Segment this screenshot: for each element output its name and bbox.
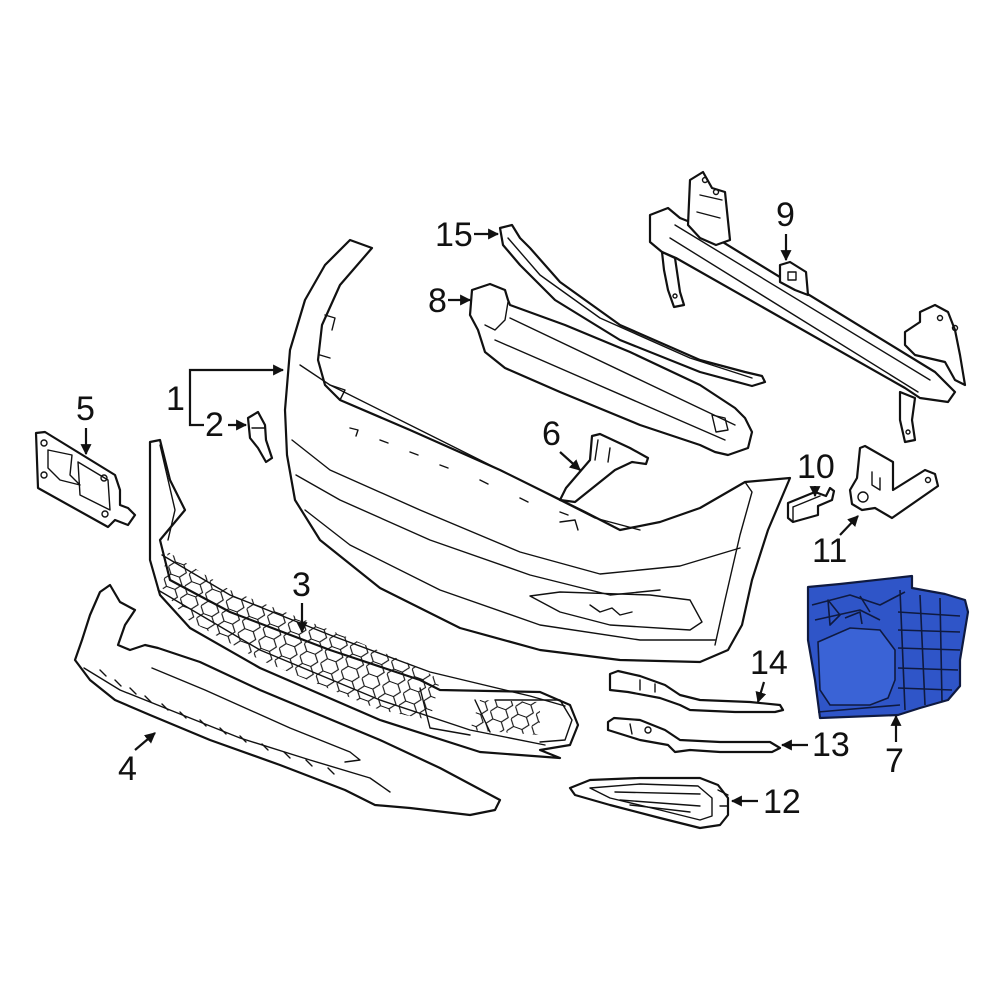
callout-13: 13	[780, 726, 850, 764]
callout-label-14: 14	[750, 644, 788, 682]
callout-14: 14	[750, 644, 788, 704]
callout-label-4: 4	[118, 750, 137, 788]
part-6-center-bracket[interactable]	[558, 432, 650, 504]
callout-5: 5	[76, 390, 95, 456]
callout-8: 8	[428, 282, 472, 320]
callout-label-5: 5	[76, 390, 95, 428]
part-9-impact-bar[interactable]	[648, 170, 967, 444]
callout-label-11: 11	[812, 532, 847, 570]
part-2-cover-bracket[interactable]	[246, 410, 274, 464]
callout-15: 15	[435, 216, 500, 254]
callout-label-13: 13	[812, 726, 850, 764]
callout-2: 2	[205, 406, 248, 444]
callout-label-15: 15	[435, 216, 473, 254]
part-15-upper-retainer[interactable]	[498, 223, 767, 388]
part-11-side-bracket[interactable]	[848, 444, 940, 520]
part-5-license-bracket[interactable]	[34, 430, 137, 529]
callout-label-1: 1	[166, 380, 185, 418]
part-8-energy-absorber[interactable]	[468, 282, 754, 457]
part-10-sensor-clip[interactable]	[786, 486, 836, 524]
callout-3: 3	[292, 566, 311, 634]
part-13-lower-trim[interactable]	[606, 716, 782, 754]
callout-1: 1	[166, 364, 285, 427]
callout-4: 4	[118, 732, 156, 788]
callout-label-9: 9	[776, 196, 795, 234]
part-12-fog-bezel[interactable]	[568, 776, 730, 830]
part-4-lower-spoiler[interactable]	[73, 583, 502, 817]
part-3-lower-grille[interactable]	[148, 438, 580, 760]
callout-label-12: 12	[763, 783, 801, 821]
callout-10: 10	[797, 448, 835, 498]
part-7-highlighted[interactable]	[806, 574, 970, 720]
callout-label-7: 7	[885, 742, 904, 780]
callout-label-2: 2	[205, 406, 224, 444]
callout-7: 7	[885, 714, 904, 780]
callout-9: 9	[776, 196, 795, 262]
callout-12: 12	[730, 783, 801, 821]
callout-label-6: 6	[542, 415, 561, 453]
callout-label-10: 10	[797, 448, 835, 486]
part-14-upper-trim[interactable]	[608, 669, 785, 714]
part-1-bumper-cover[interactable]	[283, 238, 792, 664]
callout-11: 11	[812, 515, 859, 570]
callout-6: 6	[542, 415, 581, 471]
callout-label-8: 8	[428, 282, 447, 320]
callout-label-3: 3	[292, 566, 311, 604]
